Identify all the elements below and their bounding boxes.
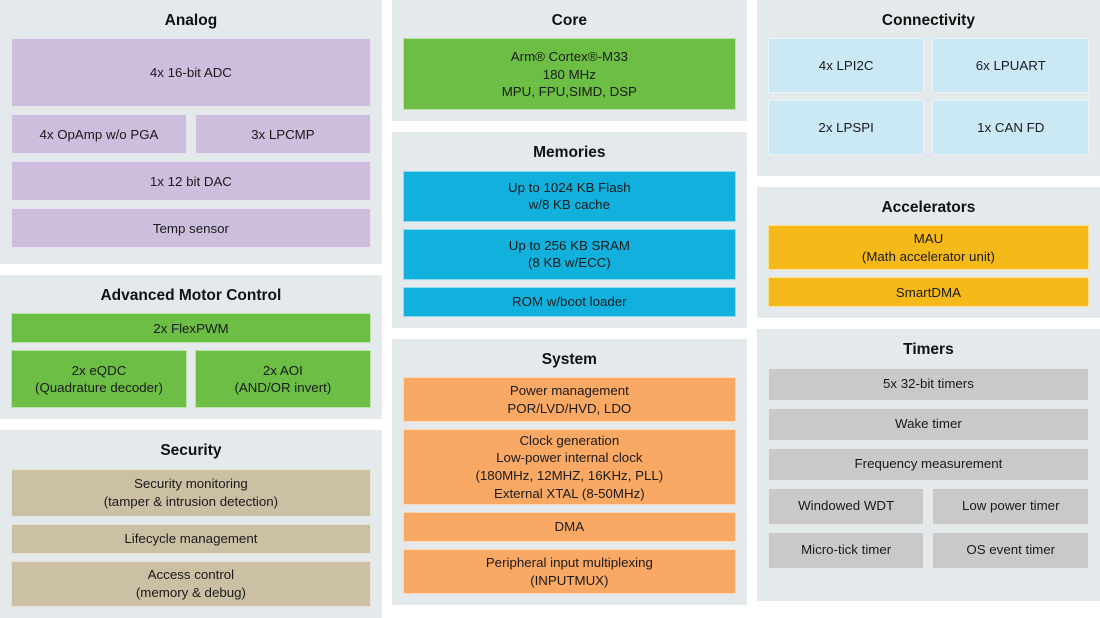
panel-accelerators: Accelerators MAU (Math accelerator unit)… [756,187,1100,319]
tile-wake-timer[interactable]: Wake timer [767,407,1089,441]
tile-clock-generation-line1: Clock generation [519,432,620,448]
tile-cpu-line3: MPU, FPU,SIMD, DSP [501,84,637,100]
panel-title-accelerators: Accelerators [881,199,976,216]
tile-inputmux-line2: (INPUTMUX) [530,572,609,588]
timers-tiles: 5x 32-bit timers Wake timer Frequency me… [767,367,1090,590]
panel-title-core: Core [551,12,587,29]
left-column: Analog 4x 16-bit ADC 4x OpAmp w/o PGA 3x… [0,0,382,618]
memories-tiles: Up to 1024 KB Flash w/8 KB cache Up to 2… [402,170,736,317]
security-tiles: Security monitoring (tamper & intrusion … [11,468,371,607]
tile-power-management[interactable]: Power management POR/LVD/HVD, LDO [402,377,736,423]
tile-aoi[interactable]: 2x AOI (AND/OR invert) [194,350,371,409]
tile-flash-line2: w/8 KB cache [528,197,610,213]
tile-aoi-line1: 2x AOI [262,362,303,378]
tile-access-control-line2: (memory & debug) [135,584,246,600]
tile-can-fd[interactable]: 1x CAN FD [932,100,1090,156]
system-tiles: Power management POR/LVD/HVD, LDO Clock … [402,377,736,595]
panel-title-analog: Analog [164,12,218,29]
connectivity-row-1: 4x LPI2C 6x LPUART [767,38,1090,94]
panel-connectivity: Connectivity 4x LPI2C 6x LPUART 2x LPSPI… [756,0,1100,176]
panel-title-timers: Timers [903,341,954,359]
tile-micro-tick-timer[interactable]: Micro-tick timer [767,531,925,569]
core-tiles: Arm® Cortex®-M33 180 MHz MPU, FPU,SIMD, … [402,38,736,111]
analog-tiles: 4x 16-bit ADC 4x OpAmp w/o PGA 3x LPCMP … [11,38,371,253]
tile-security-monitoring-line1: Security monitoring [133,476,248,492]
tile-lpi2c[interactable]: 4x LPI2C [767,38,925,94]
tile-lpspi[interactable]: 2x LPSPI [767,100,925,156]
panel-advanced-motor-control: Advanced Motor Control 2x FlexPWM 2x eQD… [0,275,382,420]
right-column: Connectivity 4x LPI2C 6x LPUART 2x LPSPI… [756,0,1100,601]
tile-inputmux[interactable]: Peripheral input multiplexing (INPUTMUX) [402,549,736,595]
tile-mau-line1: MAU [913,231,944,247]
tile-security-monitoring[interactable]: Security monitoring (tamper & intrusion … [11,468,371,517]
center-column: Core Arm® Cortex®-M33 180 MHz MPU, FPU,S… [391,0,747,606]
tile-os-event-timer[interactable]: OS event timer [932,531,1090,569]
tile-access-control[interactable]: Access control (memory & debug) [11,560,371,607]
panel-memories: Memories Up to 1024 KB Flash w/8 KB cach… [391,132,747,328]
tile-flash[interactable]: Up to 1024 KB Flash w/8 KB cache [402,170,736,222]
tile-cpu-line2: 180 MHz [542,66,596,82]
tile-lifecycle-management[interactable]: Lifecycle management [11,523,371,554]
panel-title-memories: Memories [533,144,606,162]
tile-cpu-line1: Arm® Cortex®-M33 [510,48,628,64]
tile-eqdc-line2: (Quadrature decoder) [35,380,163,396]
panel-security: Security Security monitoring (tamper & i… [0,430,382,618]
tile-access-control-line1: Access control [147,567,235,583]
accelerators-tiles: MAU (Math accelerator unit) SmartDMA [767,225,1089,308]
panel-title-system: System [541,350,597,368]
tile-temp-sensor[interactable]: Temp sensor [11,208,371,249]
tile-eqdc-line1: 2x eQDC [71,362,127,378]
tile-windowed-wdt[interactable]: Windowed WDT [767,487,925,525]
tile-dma[interactable]: DMA [402,512,736,543]
tile-sram-line2: (8 KB w/ECC) [527,255,611,271]
tile-eqdc[interactable]: 2x eQDC (Quadrature decoder) [11,350,187,409]
tile-security-monitoring-line2: (tamper & intrusion detection) [103,493,279,509]
tile-sram[interactable]: Up to 256 KB SRAM (8 KB w/ECC) [402,228,736,280]
tile-opamp[interactable]: 4x OpAmp w/o PGA [11,114,187,155]
timers-row-1: Windowed WDT Low power timer [767,487,1090,525]
tile-lpcmp[interactable]: 3x LPCMP [194,114,371,155]
tile-lpuart[interactable]: 6x LPUART [932,38,1090,94]
tile-clock-generation-line3: (180MHz, 12MHZ, 16KHz, PLL) [475,468,664,484]
panel-title-connectivity: Connectivity [881,12,975,29]
panel-analog: Analog 4x 16-bit ADC 4x OpAmp w/o PGA 3x… [0,0,382,264]
motor-row-eqdc-aoi: 2x eQDC (Quadrature decoder) 2x AOI (AND… [11,350,371,409]
tile-mau[interactable]: MAU (Math accelerator unit) [767,225,1089,271]
panel-title-motor: Advanced Motor Control [100,287,282,304]
tile-flash-line1: Up to 1024 KB Flash [507,179,631,195]
tile-adc[interactable]: 4x 16-bit ADC [11,38,371,108]
tile-clock-generation-line4: External XTAL (8-50MHz) [493,485,645,501]
connectivity-row-2: 2x LPSPI 1x CAN FD [767,100,1090,156]
tile-cpu[interactable]: Arm® Cortex®-M33 180 MHz MPU, FPU,SIMD, … [402,38,736,111]
tile-flexpwm[interactable]: 2x FlexPWM [11,313,371,344]
tile-dac[interactable]: 1x 12 bit DAC [11,161,371,202]
panel-core: Core Arm® Cortex®-M33 180 MHz MPU, FPU,S… [391,0,747,122]
tile-low-power-timer[interactable]: Low power timer [932,487,1090,525]
tile-clock-generation-line2: Low-power internal clock [496,450,643,466]
tile-32bit-timers[interactable]: 5x 32-bit timers [767,367,1089,401]
tile-power-management-line1: Power management [509,382,629,398]
tile-mau-line2: (Math accelerator unit) [861,248,995,264]
panel-system: System Power management POR/LVD/HVD, LDO… [391,338,747,606]
timers-row-2: Micro-tick timer OS event timer [767,531,1090,569]
analog-row-opamp-lpcmp: 4x OpAmp w/o PGA 3x LPCMP [11,114,371,155]
tile-aoi-line2: (AND/OR invert) [234,380,332,396]
tile-rom[interactable]: ROM w/boot loader [402,286,736,317]
tile-inputmux-line1: Peripheral input multiplexing [485,554,653,570]
connectivity-tiles: 4x LPI2C 6x LPUART 2x LPSPI 1x CAN FD [767,38,1090,165]
tile-power-management-line2: POR/LVD/HVD, LDO [507,400,632,416]
panel-timers: Timers 5x 32-bit timers Wake timer Frequ… [756,329,1100,601]
tile-clock-generation[interactable]: Clock generation Low-power internal cloc… [402,429,736,506]
tile-smartdma[interactable]: SmartDMA [767,277,1089,308]
tile-frequency-measurement[interactable]: Frequency measurement [767,447,1089,481]
motor-tiles: 2x FlexPWM 2x eQDC (Quadrature decoder) … [11,313,371,409]
panel-title-security: Security [160,442,222,460]
tile-sram-line1: Up to 256 KB SRAM [508,237,630,253]
